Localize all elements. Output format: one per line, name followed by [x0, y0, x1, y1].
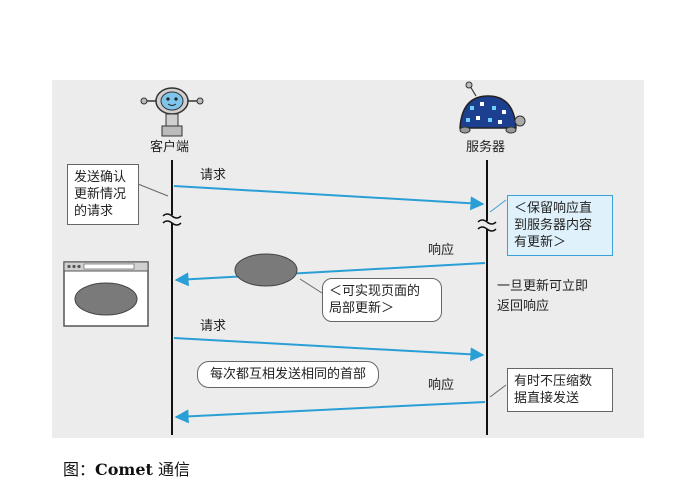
note-line: 有更新＞ — [514, 235, 567, 250]
note-line: 局部更新＞ — [329, 301, 395, 316]
note-line: 的请求 — [74, 204, 114, 219]
note-line: 发送确认 — [74, 170, 127, 185]
note-line: ＜可实现页面的 — [329, 284, 421, 299]
response-label-1: 响应 — [428, 243, 455, 258]
request-arrow-2 — [173, 337, 485, 362]
browser-window-icon — [63, 261, 149, 327]
note-line: 更新情况 — [74, 187, 127, 202]
note-partial-update: ＜可实现页面的 局部更新＞ — [322, 278, 442, 322]
request-arrow-1 — [173, 185, 485, 211]
client-break-mark — [162, 213, 182, 226]
response-arrow-1 — [174, 262, 486, 287]
response-label-2: 响应 — [428, 378, 455, 393]
note-uncompressed: 有时不压缩数 据直接发送 — [507, 368, 613, 412]
server-break-mark — [477, 219, 497, 232]
client-robot-icon — [140, 87, 204, 137]
note-keep-response: ＜保留响应直 到服务器内容 有更新＞ — [507, 195, 613, 256]
caption-prefix: 图： — [63, 460, 96, 479]
caption-suffix: 通信 — [152, 460, 191, 479]
note-confirm-request: 发送确认 更新情况 的请求 — [67, 164, 139, 225]
note-line: 返回响应 — [497, 299, 550, 314]
note-line: 有时不压缩数 — [514, 374, 593, 389]
note-line: 据直接发送 — [514, 391, 580, 406]
note-immediate-response: 一旦更新可立即 返回响应 — [497, 279, 588, 315]
client-label: 客户端 — [150, 140, 190, 155]
server-label: 服务器 — [466, 140, 506, 155]
note-same-headers: 每次都互相发送相同的首部 — [197, 361, 380, 388]
note-line: 到服务器内容 — [514, 218, 593, 233]
response-arrow-2 — [174, 401, 486, 424]
caption-title: Comet — [95, 460, 153, 479]
request-label-1: 请求 — [200, 168, 227, 183]
note-line: ＜保留响应直 — [514, 201, 593, 216]
note-line: 一旦更新可立即 — [497, 279, 589, 294]
server-turtle-icon — [459, 81, 526, 134]
request-label-2: 请求 — [200, 319, 227, 334]
response-data-blob — [234, 253, 298, 287]
figure-caption: 图：Comet 通信 — [63, 456, 190, 480]
